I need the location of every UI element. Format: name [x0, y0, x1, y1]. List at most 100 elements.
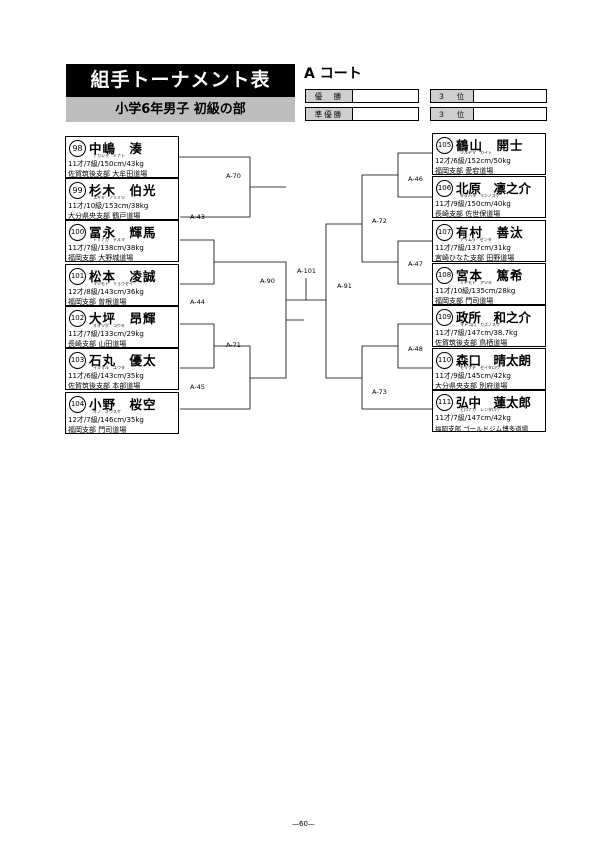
entry-stats: 11才/7級/147cm/42kg — [435, 414, 511, 422]
match-label-a48: A-48 — [408, 345, 423, 353]
entry-name: 冨永 輝馬 — [89, 225, 157, 240]
entry-affiliation: 福岡支部 ゴールドジム博多道場 — [435, 425, 529, 433]
entry-stats: 11才/7級/137cm/31kg — [435, 244, 511, 252]
entry-name: 宮本 篤希 — [456, 268, 524, 283]
entry-stats: 11才/9級/145cm/42kg — [435, 372, 511, 380]
entry-stats: 11才/10級/153cm/38kg — [68, 202, 149, 210]
entry-number: 103 — [69, 352, 86, 369]
entry-number: 109 — [436, 309, 453, 326]
entry-affiliation: 佐賀筑後支部 本部道場 — [68, 382, 141, 390]
entry-name: 北原 凛之介 — [456, 181, 532, 196]
entry-kana: スギキ ノリミツ — [93, 195, 125, 200]
entry-kana: オオツボ コウキ — [93, 323, 125, 328]
third-place-field-2[interactable] — [473, 107, 547, 121]
entry-affiliation: 福岡支部 門司道場 — [68, 426, 127, 434]
entry-name: 杉木 伯光 — [89, 183, 157, 198]
entry-name: 中嶋 湊 — [89, 141, 144, 156]
match-label-a101: A-101 — [297, 267, 317, 275]
entry-stats: 11才/7級/150cm/43kg — [68, 160, 144, 168]
entry-stats: 11才/10級/135cm/28kg — [435, 287, 516, 295]
match-label-a46: A-46 — [408, 175, 423, 183]
match-label-a90: A-90 — [260, 277, 275, 285]
entry-number: 111 — [436, 394, 453, 411]
entry-kana: モリグチ セイタロウ — [460, 365, 500, 370]
match-label-a71: A-71 — [226, 341, 241, 349]
third-place-label-1: ３ 位 — [430, 89, 474, 103]
champion-label: 優 勝 — [305, 89, 353, 103]
entry-affiliation: 福岡支部 大野城道場 — [68, 254, 134, 262]
entry-name: 大坪 昂輝 — [89, 311, 157, 326]
match-label-a91: A-91 — [337, 282, 352, 290]
entry-affiliation: 長崎支部 佐世保道場 — [435, 210, 501, 218]
entry-number: 106 — [436, 180, 453, 197]
entry-kana: ナカシマ ミナト — [93, 153, 125, 158]
entry-stats: 11才/7級/133cm/29kg — [68, 330, 144, 338]
entry-affiliation: 宮崎ひなた支部 田野道場 — [435, 254, 515, 262]
division-subtitle: 小学6年男子 初級の部 — [66, 97, 295, 122]
entry-affiliation: 佐賀筑後支部 大牟田道場 — [68, 170, 148, 178]
entry-100: 100 冨永 輝馬 トミナガ テルマ 11才/7級/138cm/38kg 福岡支… — [65, 220, 179, 262]
match-label-a70: A-70 — [226, 172, 241, 180]
champion-field[interactable] — [352, 89, 419, 103]
entry-affiliation: 大分県央支部 鶴戸道場 — [68, 212, 141, 220]
match-label-a47: A-47 — [408, 260, 423, 268]
runner-up-label: 準優勝 — [305, 107, 353, 121]
entry-kana: アリムラ ゼンタ — [460, 237, 492, 242]
entry-affiliation: 福岡支部 門司道場 — [435, 297, 494, 305]
entry-98: 98 中嶋 湊 ナカシマ ミナト 11才/7級/150cm/43kg 佐賀筑後支… — [65, 136, 179, 178]
entry-name: 政所 和之介 — [456, 310, 532, 325]
third-place-field-1[interactable] — [473, 89, 547, 103]
entry-kana: キタハラ リンノスケ — [460, 193, 500, 198]
entry-stats: 11才/6級/143cm/35kg — [68, 372, 144, 380]
entry-kana: ミヤモト アツキ — [460, 280, 492, 285]
entry-name: 石丸 優太 — [89, 353, 157, 368]
entry-number: 107 — [436, 224, 453, 241]
entry-number: 104 — [69, 396, 86, 413]
entry-99: 99 杉木 伯光 スギキ ノリミツ 11才/10級/153cm/38kg 大分県… — [65, 178, 179, 220]
entry-number: 110 — [436, 352, 453, 369]
entry-number: 101 — [69, 268, 86, 285]
entry-name: 有村 善汰 — [456, 225, 524, 240]
entry-name: 松本 凌誠 — [89, 269, 157, 284]
entry-stats: 11才/7級/147cm/38.7kg — [435, 329, 518, 337]
entry-number: 105 — [436, 137, 453, 154]
entry-103: 103 石丸 優太 イシマル ユウタ 11才/6級/143cm/35kg 佐賀筑… — [65, 348, 179, 390]
match-label-a44: A-44 — [190, 298, 205, 306]
entry-stats: 11才/9級/150cm/40kg — [435, 200, 511, 208]
entry-affiliation: 大分県央支部 別府道場 — [435, 382, 508, 390]
entry-stats: 11才/7級/138cm/38kg — [68, 244, 144, 252]
entry-name: 森口 晴太朗 — [456, 353, 532, 368]
entry-109: 109 政所 和之介 マドコロ カズノスケ 11才/7級/147cm/38.7k… — [432, 305, 546, 347]
entry-110: 110 森口 晴太朗 モリグチ セイタロウ 11才/9級/145cm/42kg … — [432, 348, 546, 390]
match-label-a72: A-72 — [372, 217, 387, 225]
entry-kana: マドコロ カズノスケ — [460, 322, 500, 327]
entry-111: 111 弘中 蓮太郎 ヒロナカ レンタロウ 11才/7級/147cm/42kg … — [432, 390, 546, 433]
tournament-title: 組手トーナメント表 — [66, 64, 295, 97]
entry-106: 106 北原 凛之介 キタハラ リンノスケ 11才/9級/150cm/40kg … — [432, 176, 546, 218]
page-number: —60— — [292, 820, 315, 828]
match-label-a43: A-43 — [190, 213, 205, 221]
entry-affiliation: 佐賀筑後支部 鳥栖道場 — [435, 339, 508, 347]
entry-102: 102 大坪 昂輝 オオツボ コウキ 11才/7級/133cm/29kg 長崎支… — [65, 306, 179, 348]
entry-kana: ツルヤマ カイト — [460, 150, 492, 155]
entry-affiliation: 福岡支部 愛宕道場 — [435, 167, 494, 175]
entry-105: 105 鶴山 開士 ツルヤマ カイト 12才/6級/152cm/50kg 福岡支… — [432, 133, 546, 175]
runner-up-field[interactable] — [352, 107, 419, 121]
entry-affiliation: 長崎支部 山田道場 — [68, 340, 127, 348]
entry-number: 98 — [69, 140, 86, 157]
entry-name: 鶴山 開士 — [456, 138, 524, 153]
entry-101: 101 松本 凌誠 マツモト リョウセイ 12才/8級/143cm/36kg 福… — [65, 264, 179, 306]
court-label: A コート — [304, 66, 362, 82]
entry-stats: 12才/6級/152cm/50kg — [435, 157, 511, 165]
entry-107: 107 有村 善汰 アリムラ ゼンタ 11才/7級/137cm/31kg 宮崎ひ… — [432, 220, 546, 262]
entry-kana: トミナガ テルマ — [93, 237, 125, 242]
entry-104: 104 小野 桜空 オノ オウスケ 12才/7級/146cm/35kg 福岡支部… — [65, 392, 179, 434]
entry-affiliation: 福岡支部 曽根道場 — [68, 298, 127, 306]
entry-number: 102 — [69, 310, 86, 327]
match-label-a73: A-73 — [372, 388, 387, 396]
entry-kana: マツモト リョウセイ — [93, 281, 133, 286]
entry-number: 108 — [436, 267, 453, 284]
entry-stats: 12才/8級/143cm/36kg — [68, 288, 144, 296]
entry-stats: 12才/7級/146cm/35kg — [68, 416, 144, 424]
entry-number: 100 — [69, 224, 86, 241]
